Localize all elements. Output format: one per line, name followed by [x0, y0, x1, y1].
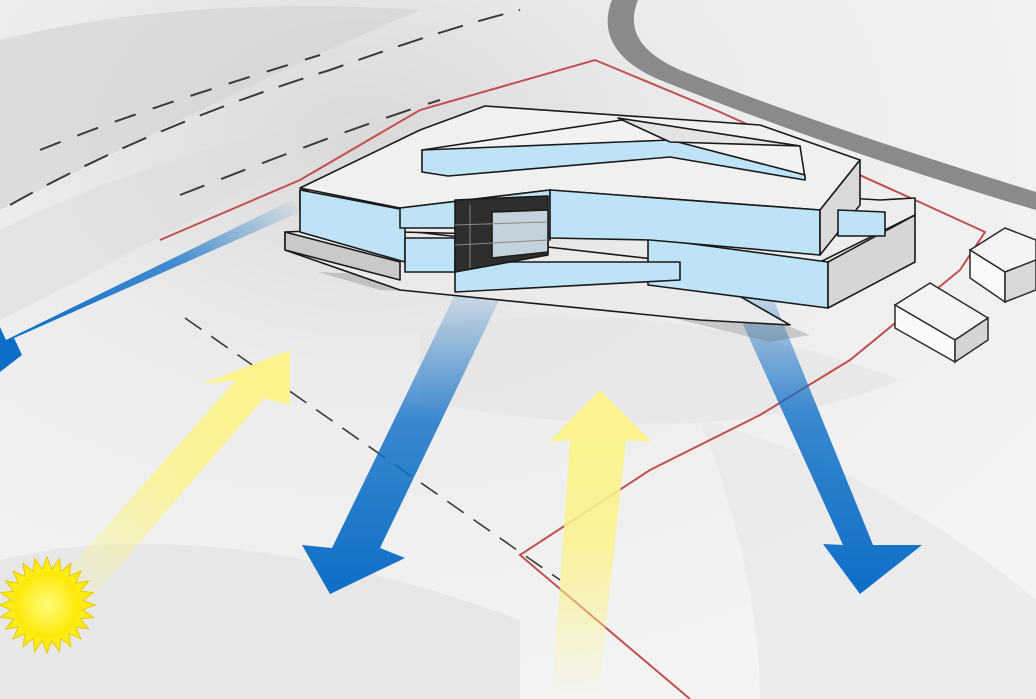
view-arrow-icon: [0, 200, 300, 372]
top-floor-roof-light: [617, 117, 801, 147]
middle-floor-corner-glass: [837, 209, 886, 237]
sunlight-arrows: [50, 350, 652, 699]
lower-floor-glass-band: [454, 261, 681, 293]
neighbor-building-1: [968, 227, 1036, 304]
main-building: [284, 105, 916, 342]
top-floor-glass: [421, 139, 806, 181]
entrance-mullion: [454, 221, 549, 226]
podium-slab-edge: [284, 231, 401, 281]
view-arrows: [0, 200, 922, 594]
view-arrow-icon: [722, 266, 922, 594]
middle-floor-side: [819, 159, 861, 256]
road: [607, 0, 1036, 210]
terrain-ridge-shadow: [0, 6, 420, 210]
sun-icon: [0, 555, 97, 655]
neighbor-buildings: [893, 227, 1036, 364]
neighbor-building-1-side: [1004, 259, 1036, 304]
terrain-ridge-shadow-2: [0, 110, 380, 320]
terrain-lower-shadow: [0, 543, 520, 699]
contour-line-3: [179, 99, 441, 196]
contour-line-1: [9, 9, 521, 206]
contour-lines: [9, 9, 561, 581]
axis-dash-line: [184, 317, 561, 581]
road-surface: [607, 0, 1036, 210]
entrance-glass: [491, 209, 549, 259]
contour-line-2: [39, 54, 321, 151]
view-arrow-icon: [302, 280, 505, 594]
sun-core: [13, 571, 81, 639]
entrance-mullion: [454, 239, 549, 246]
middle-floor-glass-right: [549, 189, 821, 256]
site-boundary: [159, 58, 987, 699]
sunlight-arrow-icon: [549, 390, 652, 699]
neighbor-building-2-side: [954, 316, 989, 364]
sunlight-arrow-icon: [50, 350, 290, 605]
lower-floor-glass-mid: [404, 237, 456, 273]
lower-floor-side: [827, 214, 916, 309]
neighbor-building-2: [893, 282, 990, 364]
